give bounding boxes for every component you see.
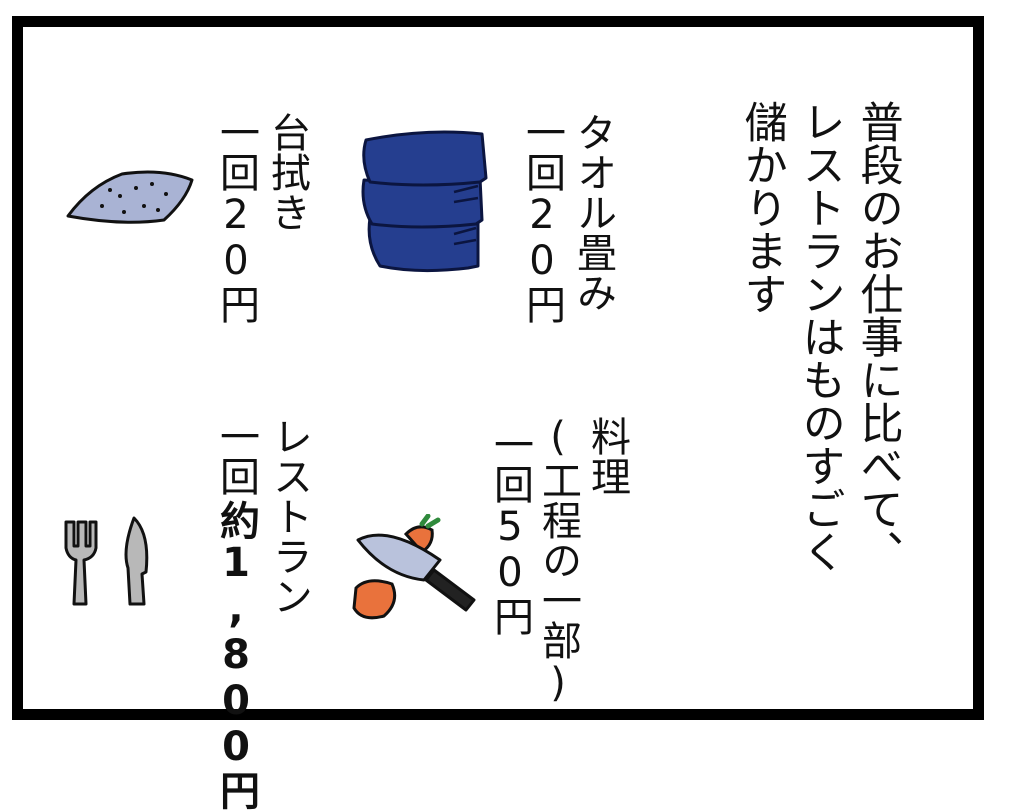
narration-line-1: 普段のお仕事に比べて、 xyxy=(853,100,904,573)
narration-line-3: 儲かります xyxy=(737,100,788,315)
knife-carrot-icon xyxy=(352,514,476,620)
fork-knife-icon xyxy=(64,516,149,606)
table-job-price: 一回20円 xyxy=(213,112,259,324)
comic-panel xyxy=(12,16,984,720)
restaurant-job-name: レストラン xyxy=(266,416,312,616)
towel-job-price: 一回20円 xyxy=(519,112,565,324)
cooking-job-name: 料理 xyxy=(584,416,630,496)
cleaning-cloth-icon xyxy=(66,170,194,224)
cooking-job-detail: (工程の一部) xyxy=(535,414,581,706)
towel-job-name: タオル畳み xyxy=(570,112,616,312)
table-job-name: 台拭き xyxy=(264,112,310,232)
restaurant-price-prefix: 一回 xyxy=(213,416,259,496)
folded-towels-icon xyxy=(361,130,488,273)
cooking-job-price: 一回50円 xyxy=(487,424,533,636)
restaurant-price-amount: 約1,800円 xyxy=(213,500,259,810)
narration-line-2: レストランはものすごく xyxy=(795,100,846,573)
